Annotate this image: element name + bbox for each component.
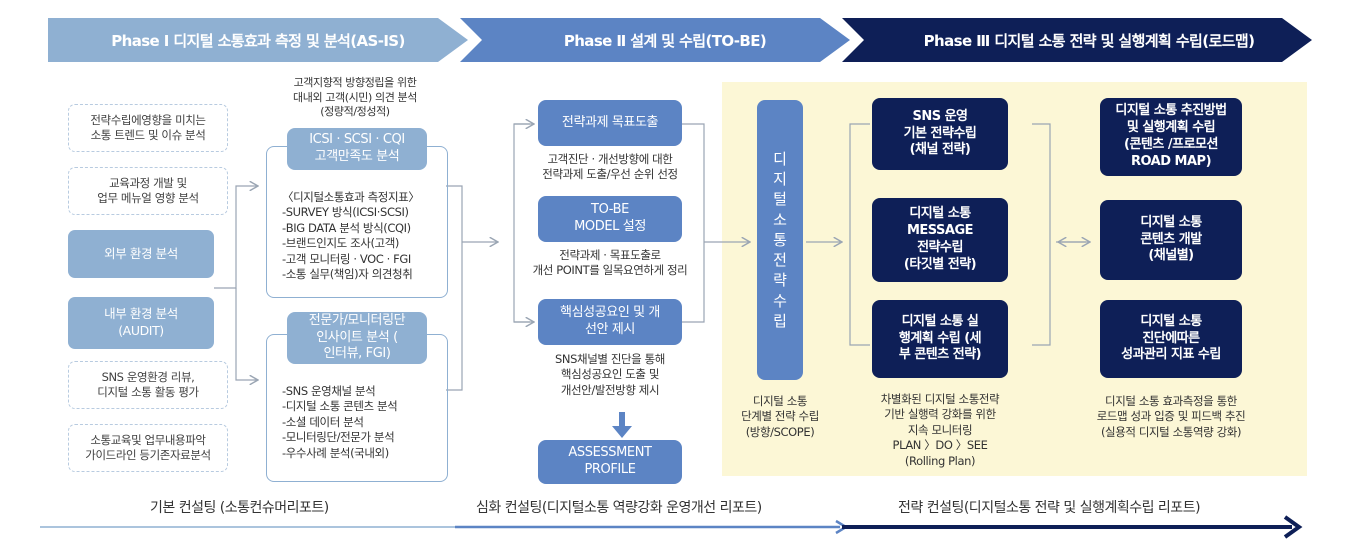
sns-channel-strategy-text: SNS 운영 기본 전략수립 (채널 전략) <box>903 108 977 158</box>
curriculum-impact-box: 교육과정 개발 및 업무 메뉴얼 영향 분석 <box>68 167 228 215</box>
performance-indicator-text: 디지털 소통 진단에따른 성과관리 지표 수립 <box>1121 313 1221 363</box>
performance-indicator-box: 디지털 소통 진단에따른 성과관리 지표 수립 <box>1100 300 1242 378</box>
internal-environment-text: 내부 환경 분석 (AUDIT) <box>104 306 178 338</box>
advanced-consulting-label: 심화 컨설팅(디지털소통 역량강화 운영개선 리포트) <box>476 500 762 516</box>
execution-plan-box: 디지털 소통 실 행계획 수립 (세 부 콘텐츠 전략) <box>872 300 1008 378</box>
vbar-char: 략 <box>773 271 787 290</box>
trend-issue-analysis-box: 전략수립에영향을 미치는 소통 트렌드 및 이슈 분석 <box>68 104 228 152</box>
vbar-char: 립 <box>773 311 787 330</box>
trend-issue-analysis-text: 전략수립에영향을 미치는 소통 트렌드 및 이슈 분석 <box>90 113 206 142</box>
customer-opinion-note: 고객지향적 방향정립을 위한 대내외 고객(시민) 의견 분석 (정량적/정성적… <box>293 76 417 119</box>
phase-3-label: Phase Ⅲ 디지털 소통 전략 및 실행계획 수립(로드맵) <box>923 31 1255 50</box>
sns-channel-strategy-box: SNS 운영 기본 전략수립 (채널 전략) <box>872 98 1008 170</box>
existing-material-text: 소통교육및 업무내용파악 가이드라인 등기존자료분석 <box>85 433 211 462</box>
sns-review-box: SNS 운영환경 리뷰, 디지털 소통 활동 평가 <box>68 361 228 409</box>
vbar-char: 전 <box>773 251 787 270</box>
vbar-char: 수 <box>773 291 787 310</box>
internal-environment-box: 내부 환경 분석 (AUDIT) <box>68 297 214 349</box>
vbar-char: 통 <box>773 230 787 249</box>
goal-derivation-box: 전략과제 목표도출 <box>538 100 682 146</box>
vbar-char: 털 <box>773 190 787 209</box>
expert-insight-text: 전문가/모니터링단 인사이트 분석 ( 인터뷰, FGI) <box>308 312 406 362</box>
goal-derivation-text: 전략과제 목표도출 <box>561 114 659 130</box>
tobe-model-box: TO-BE MODEL 설정 <box>538 196 682 242</box>
success-factor-text: 핵심성공요인 및 개 선안 제시 <box>560 305 660 337</box>
phase-1-label: Phase Ⅰ 디지털 소통효과 측정 및 분석(AS-IS) <box>111 31 405 50</box>
measurement-index-text: 〈디지털소통효과 측정지표〉 -SURVEY 방식(ICSI·SCSI) -BI… <box>282 190 420 282</box>
measurement-index-list: 〈디지털소통효과 측정지표〉 -SURVEY 방식(ICSI·SCSI) -BI… <box>282 190 420 282</box>
feedback-note: 디지털 소통 효과측정을 통한 로드맵 성과 입증 및 피드백 추진 (실용적 … <box>1096 394 1246 439</box>
phase-1-banner: Phase Ⅰ 디지털 소통효과 측정 및 분석(AS-IS) <box>48 18 468 62</box>
vbar-char: 소 <box>773 210 787 229</box>
vbar-char: 디 <box>773 149 787 168</box>
assessment-profile-box: ASSESSMENT PROFILE <box>538 440 682 484</box>
phase-2-banner: Phase Ⅱ 설계 및 수립(TO-BE) <box>460 18 850 62</box>
digital-strategy-vertical-bar: 디 지 털 소 통 전 략 수 립 <box>757 100 803 380</box>
goal-derivation-note: 고객진단 · 개선방향에 대한 전략과제 도출/우선 순위 선정 <box>542 152 678 182</box>
rolling-plan-note: 차별화된 디지털 소통전략 기반 실행력 강화를 위한 지속 모니터링 PLAN… <box>880 392 1000 468</box>
expert-insight-box: 전문가/모니터링단 인사이트 분석 ( 인터뷰, FGI) <box>287 312 427 364</box>
existing-material-box: 소통교육및 업무내용파악 가이드라인 등기존자료분석 <box>68 424 228 472</box>
stage-strategy-note: 디지털 소통 단계별 전략 수립 (방향/SCOPE) <box>741 394 819 439</box>
expert-analysis-text: -SNS 운영채널 분석 -디지털 소통 콘텐츠 분석 -소셜 데이터 분석 -… <box>282 384 398 460</box>
basic-consulting-label: 기본 컨설팅 (소통컨슈머리포트) <box>150 500 329 516</box>
vbar-char: 지 <box>773 170 787 189</box>
success-factor-note: SNS채널별 진단을 통해 핵심성공요인 도출 및 개선안/발전방향 제시 <box>555 352 665 397</box>
execution-plan-text: 디지털 소통 실 행계획 수립 (세 부 콘텐츠 전략) <box>898 313 982 363</box>
assessment-profile-text: ASSESSMENT PROFILE <box>568 445 652 477</box>
tobe-model-text: TO-BE MODEL 설정 <box>574 202 646 234</box>
sns-review-text: SNS 운영환경 리뷰, 디지털 소통 활동 평가 <box>97 370 199 399</box>
satisfaction-analysis-text: ICSI · SCSI · CQI 고객만족도 분석 <box>309 132 405 164</box>
message-strategy-box: 디지털 소통 MESSAGE 전략수립 (타깃별 전략) <box>872 198 1008 282</box>
external-environment-box: 외부 환경 분석 <box>68 230 214 278</box>
strategy-consulting-label: 전략 컨설팅(디지털소통 전략 및 실행계획수립 리포트) <box>898 500 1201 516</box>
roadmap-plan-text: 디지털 소통 추진방법 및 실행계획 수립 (콘텐츠 /프로모션 ROAD MA… <box>1115 103 1227 169</box>
satisfaction-analysis-box: ICSI · SCSI · CQI 고객만족도 분석 <box>287 128 427 170</box>
external-environment-text: 외부 환경 분석 <box>104 245 178 261</box>
content-development-text: 디지털 소통 콘텐츠 개발 (채널별) <box>1140 214 1202 264</box>
message-strategy-text: 디지털 소통 MESSAGE 전략수립 (타깃별 전략) <box>903 206 977 272</box>
success-factor-box: 핵심성공요인 및 개 선안 제시 <box>538 299 682 345</box>
curriculum-impact-text: 교육과정 개발 및 업무 메뉴얼 영향 분석 <box>97 176 199 205</box>
phase-2-label: Phase Ⅱ 설계 및 수립(TO-BE) <box>563 31 767 50</box>
tobe-model-note: 전략과제 · 목표도출로 개선 POINT를 일목요연하게 정리 <box>532 248 688 278</box>
phase-3-banner: Phase Ⅲ 디지털 소통 전략 및 실행계획 수립(로드맵) <box>842 18 1312 62</box>
content-development-box: 디지털 소통 콘텐츠 개발 (채널별) <box>1100 200 1242 280</box>
roadmap-plan-box: 디지털 소통 추진방법 및 실행계획 수립 (콘텐츠 /프로모션 ROAD MA… <box>1100 98 1242 176</box>
expert-analysis-list: -SNS 운영채널 분석 -디지털 소통 콘텐츠 분석 -소셜 데이터 분석 -… <box>282 384 398 461</box>
